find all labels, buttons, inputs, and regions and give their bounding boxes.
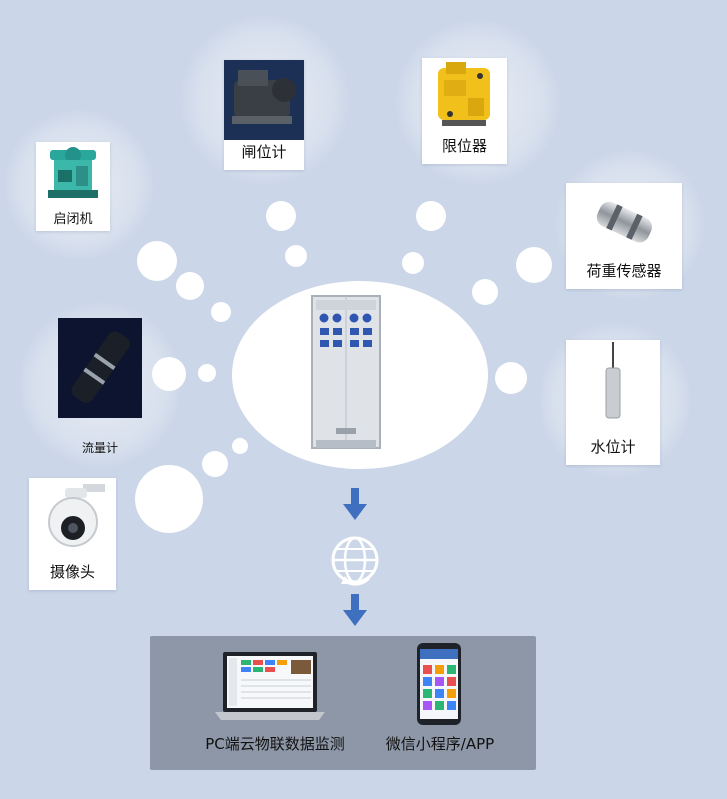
bubble <box>198 364 216 382</box>
arrow-down-icon <box>343 488 367 520</box>
device-label-gate-position-meter: 闸位计 <box>241 143 287 161</box>
device-label-camera: 摄像头 <box>49 563 95 581</box>
hoist-image <box>48 147 98 198</box>
flow-meter-image <box>58 318 142 418</box>
bubble <box>266 201 296 231</box>
pc-monitoring-label: PC端云物联数据监测 <box>205 735 345 753</box>
bubble <box>176 272 204 300</box>
water-level-meter-image <box>605 342 621 419</box>
bubble <box>137 241 177 281</box>
device-card-flow-meter: 流量计 <box>58 318 142 460</box>
phone-app-image <box>417 643 461 725</box>
mini-program-label: 微信小程序/APP <box>385 735 495 753</box>
bubble <box>202 451 228 477</box>
laptop-dashboard-image <box>215 652 325 720</box>
device-label-limiter: 限位器 <box>441 137 487 155</box>
globe-icon <box>331 536 379 586</box>
device-card-load-sensor: 荷重传感器 <box>566 183 682 289</box>
bubble <box>472 279 498 305</box>
gate-position-meter-image <box>224 60 304 140</box>
device-label-hoist: 启闭机 <box>53 212 93 227</box>
device-label-load-sensor: 荷重传感器 <box>586 262 662 280</box>
device-card-water-level-meter: 水位计 <box>566 340 660 465</box>
control-cabinet-image <box>311 295 381 449</box>
bubble <box>211 302 231 322</box>
output-panel <box>150 636 536 770</box>
device-card-gate-position-meter: 闸位计 <box>224 60 304 170</box>
bubble <box>285 245 307 267</box>
load-sensor-image <box>596 201 653 243</box>
device-label-water-level-meter: 水位计 <box>590 438 636 456</box>
device-card-limiter: 限位器 <box>422 58 507 164</box>
camera-image <box>48 484 105 547</box>
bubble <box>152 357 186 391</box>
bubble <box>516 247 552 283</box>
bubble <box>402 252 424 274</box>
bubble <box>495 362 527 394</box>
limiter-image <box>438 62 490 126</box>
device-label-flow-meter: 流量计 <box>81 441 118 455</box>
arrow-down-icon <box>343 594 367 626</box>
bubble <box>416 201 446 231</box>
device-card-hoist: 启闭机 <box>36 142 110 231</box>
bubble <box>135 465 203 533</box>
bubble <box>232 438 248 454</box>
device-card-camera: 摄像头 <box>29 478 116 590</box>
